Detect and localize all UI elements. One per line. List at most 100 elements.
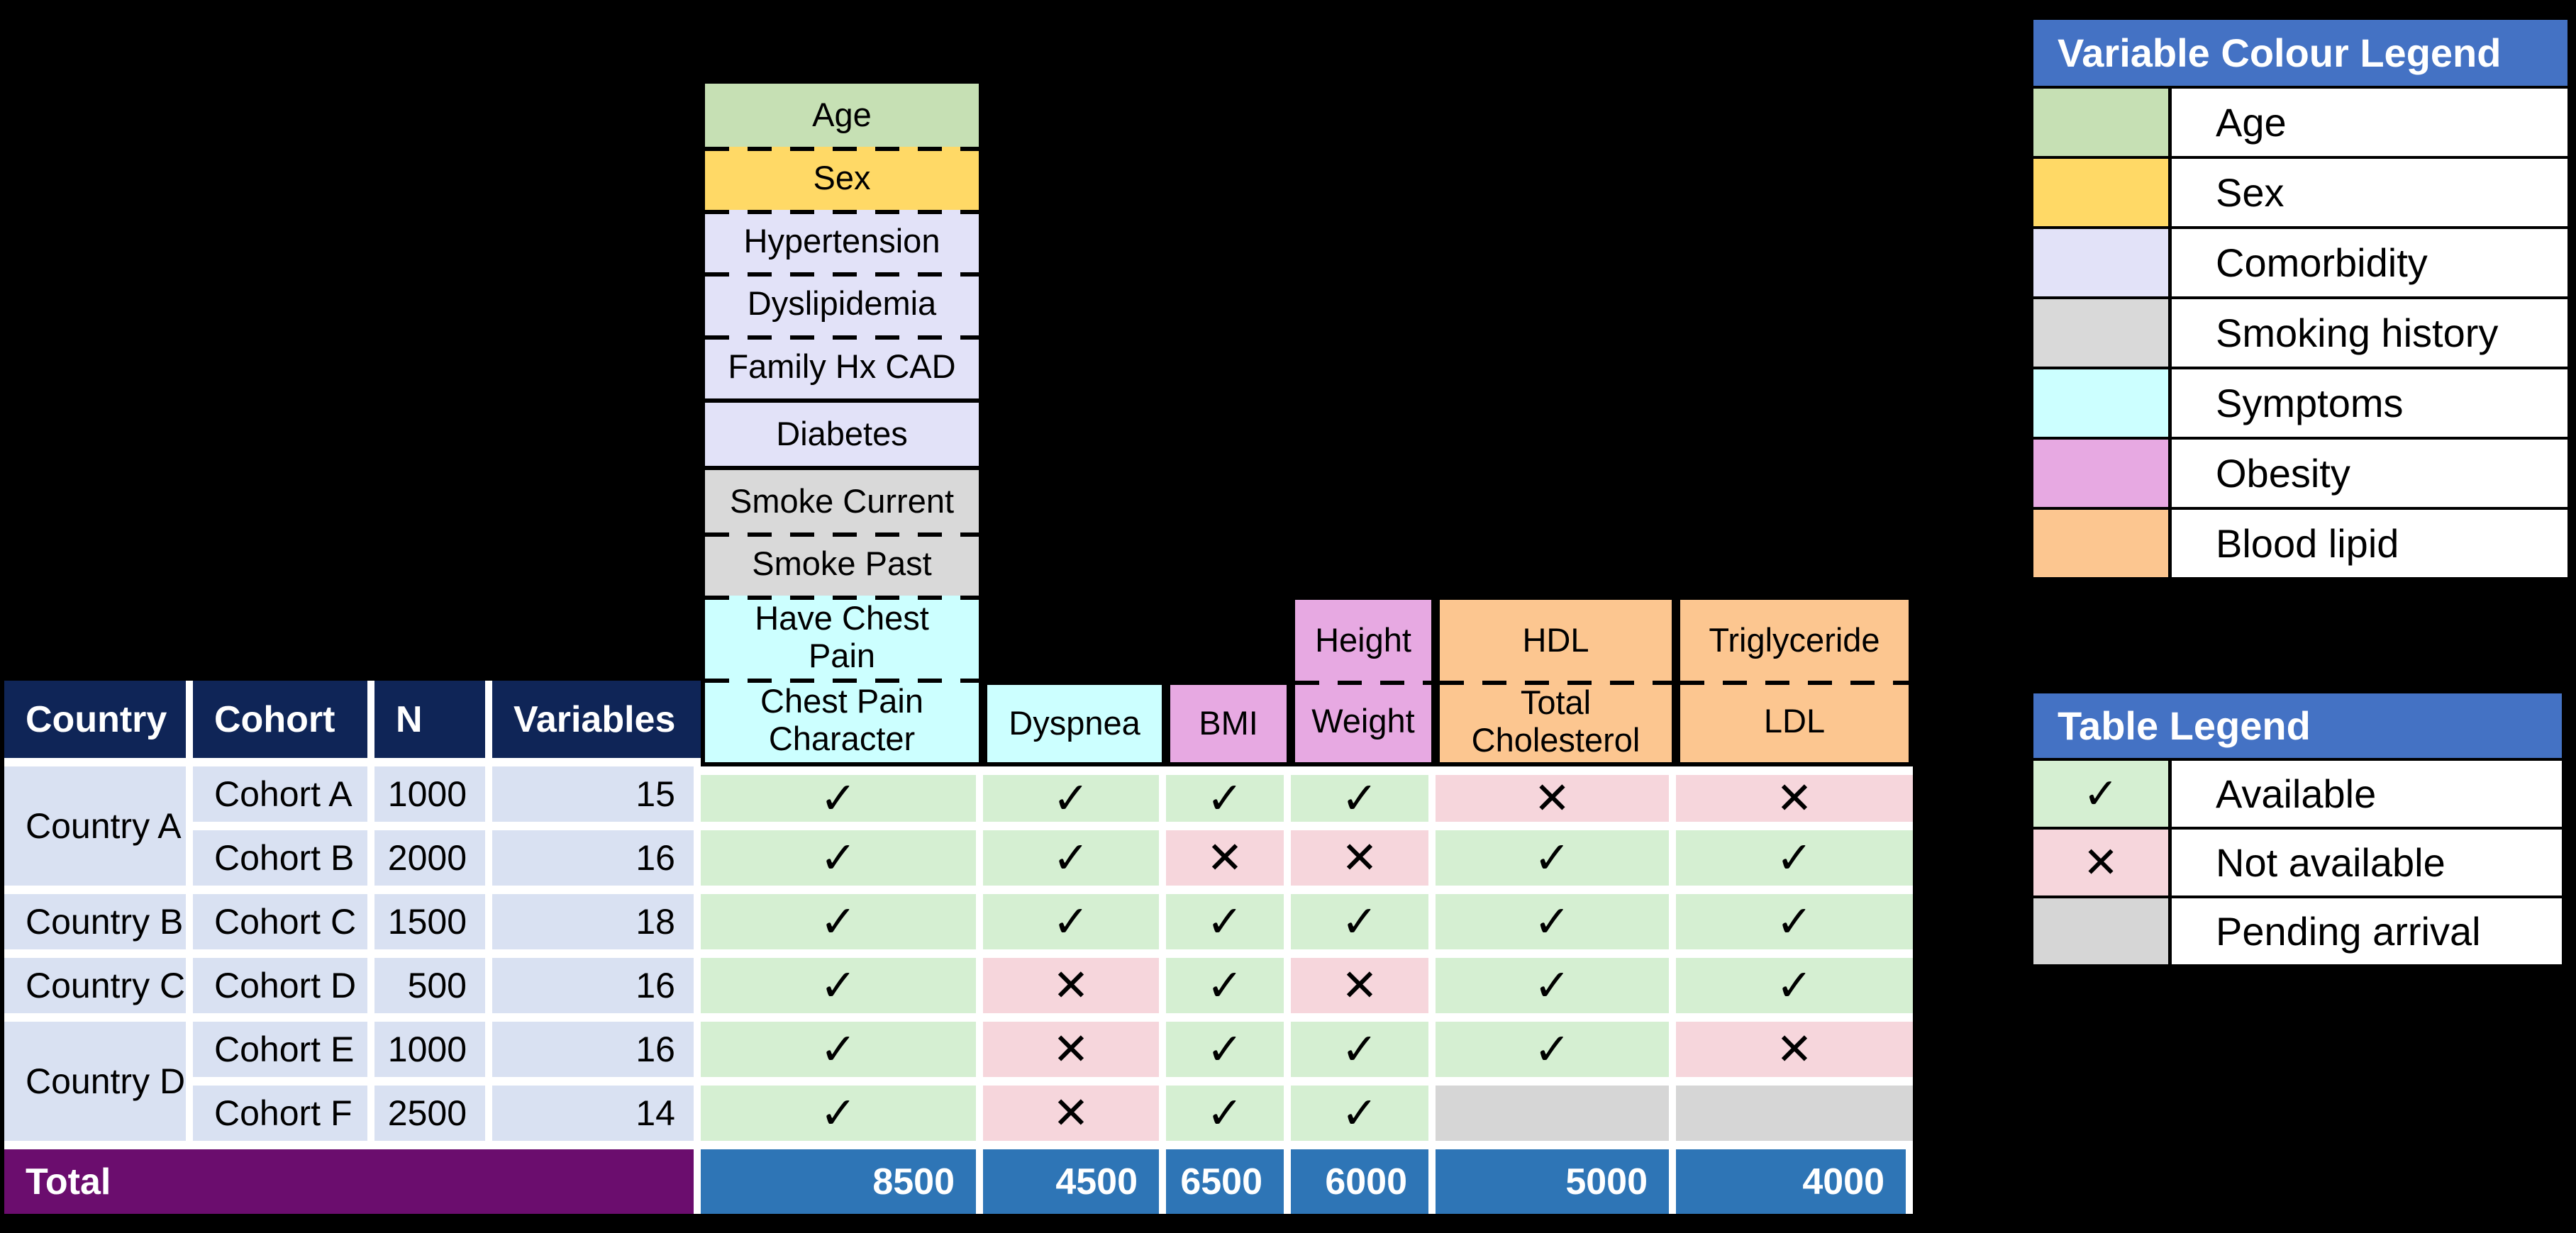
check-icon: ✓	[1053, 772, 1089, 824]
variable-colour-legend: Variable Colour Legend Age Sex Comorbidi…	[2030, 16, 2571, 581]
legend-row-blood-lipid: Blood lipid	[2033, 510, 2567, 577]
legend-row-obesity: Obesity	[2033, 440, 2567, 510]
legend-row-not-available: ✕ Not available	[2033, 830, 2562, 898]
legend-row-symptoms: Symptoms	[2033, 369, 2567, 440]
cohort-cell: Cohort E	[193, 1022, 374, 1086]
available-chip: ✓	[2033, 761, 2172, 827]
check-icon: ✓	[820, 959, 857, 1011]
availability-cell: ✕	[1436, 766, 1676, 830]
check-icon: ✓	[1341, 1023, 1378, 1075]
cross-icon: ✕	[1053, 1087, 1089, 1139]
check-icon: ✓	[1776, 959, 1813, 1011]
total-value: 4000	[1676, 1149, 1913, 1214]
check-icon: ✓	[820, 1023, 857, 1075]
n-cell: 1000	[374, 766, 492, 830]
availability-cell: ✕	[1291, 958, 1436, 1022]
check-icon: ✓	[820, 896, 857, 947]
cross-icon: ✕	[1053, 959, 1089, 1011]
check-icon: ✓	[1206, 1023, 1243, 1075]
variable-header-total-cholesterol: Total Cholesterol	[1440, 681, 1672, 762]
cross-icon: ✕	[1053, 1023, 1089, 1075]
check-icon: ✓	[1206, 959, 1243, 1011]
table-legend: Table Legend ✓ Available ✕ Not available…	[2030, 690, 2565, 968]
availability-cell: ✕	[1676, 1022, 1913, 1086]
legend-label: Symptoms	[2216, 381, 2404, 425]
check-icon: ✓	[1776, 896, 1813, 947]
variable-header-age: Age	[705, 84, 979, 147]
variable-header-ldl: LDL	[1680, 681, 1909, 762]
cross-icon: ✕	[2082, 837, 2119, 888]
country-cell: Country C	[4, 958, 193, 1022]
column-header-variables: Variables	[492, 681, 701, 766]
variable-header-dyspnea: Dyspnea	[987, 685, 1162, 762]
availability-cell: ✓	[983, 830, 1166, 894]
availability-cell: ✓	[1291, 1086, 1436, 1149]
total-value: 8500	[701, 1149, 983, 1214]
variable-column-hdl-cholesterol: HDL Total Cholesterol	[1436, 596, 1676, 766]
n-cell: 2000	[374, 830, 492, 894]
colour-chip-obesity	[2033, 440, 2172, 507]
cross-icon: ✕	[1341, 959, 1378, 1011]
table-legend-title: Table Legend	[2033, 693, 2562, 761]
check-icon: ✓	[1206, 896, 1243, 947]
country-cell: Country A	[4, 766, 193, 894]
legend-row-pending-arrival: Pending arrival	[2033, 898, 2562, 964]
availability-cell: ✓	[701, 1022, 983, 1086]
cohort-cell: Cohort A	[193, 766, 374, 830]
variable-header-have-chest-pain: Have Chest Pain	[705, 596, 979, 679]
variables-cell: 16	[492, 830, 701, 894]
variable-column-triglyceride-ldl: Triglyceride LDL	[1676, 596, 1913, 766]
n-cell: 1000	[374, 1022, 492, 1086]
not-available-chip: ✕	[2033, 830, 2172, 896]
n-cell: 1500	[374, 894, 492, 958]
country-cell: Country B	[4, 894, 193, 958]
check-icon: ✓	[820, 772, 857, 824]
variable-header-hdl: HDL	[1440, 600, 1672, 681]
availability-cell: ✕	[1291, 830, 1436, 894]
check-icon: ✓	[1206, 772, 1243, 824]
availability-cell: ✓	[1291, 894, 1436, 958]
availability-cell: ✓	[983, 894, 1166, 958]
availability-cell-pending	[1436, 1086, 1676, 1149]
check-icon: ✓	[1053, 896, 1089, 947]
cross-icon: ✕	[1776, 1023, 1813, 1075]
availability-cell: ✓	[1436, 958, 1676, 1022]
legend-label: Sex	[2216, 170, 2284, 215]
legend-label: Pending arrival	[2216, 909, 2481, 954]
variable-column-bmi: BMI	[1166, 681, 1291, 766]
pending-arrival-chip	[2033, 898, 2172, 964]
check-icon: ✓	[1533, 896, 1571, 947]
availability-cell: ✓	[1291, 766, 1436, 830]
availability-cell: ✓	[1676, 894, 1913, 958]
availability-cell: ✓	[701, 1086, 983, 1149]
cohort-variable-availability-table: Age Sex Hypertension Dyslipidemia Family…	[4, 79, 1913, 1214]
variable-header-smoke-past: Smoke Past	[705, 532, 979, 596]
availability-cell: ✓	[1676, 830, 1913, 894]
check-icon: ✓	[1341, 1087, 1378, 1139]
cohort-cell: Cohort B	[193, 830, 374, 894]
availability-cell: ✓	[1436, 830, 1676, 894]
column-header-cohort: Cohort	[193, 681, 374, 766]
cross-icon: ✕	[1341, 832, 1378, 883]
check-icon: ✓	[820, 832, 857, 883]
availability-cell: ✕	[983, 958, 1166, 1022]
n-cell: 2500	[374, 1086, 492, 1149]
variable-header-diabetes: Diabetes	[705, 398, 979, 466]
variable-header-dyslipidemia: Dyslipidemia	[705, 272, 979, 335]
legend-row-sex: Sex	[2033, 159, 2567, 229]
colour-chip-sex	[2033, 159, 2172, 226]
availability-cell: ✓	[1166, 958, 1291, 1022]
legend-row-age: Age	[2033, 89, 2567, 159]
availability-cell: ✕	[1166, 830, 1291, 894]
colour-chip-comorbidity	[2033, 229, 2172, 296]
variables-cell: 15	[492, 766, 701, 830]
cross-icon: ✕	[1206, 832, 1243, 883]
cohort-cell: Cohort C	[193, 894, 374, 958]
availability-cell-pending	[1676, 1086, 1913, 1149]
availability-cell: ✕	[983, 1086, 1166, 1149]
legend-label: Smoking history	[2216, 311, 2499, 355]
total-value: 4500	[983, 1149, 1166, 1214]
check-icon: ✓	[1533, 1023, 1571, 1075]
total-value: 6500	[1166, 1149, 1291, 1214]
